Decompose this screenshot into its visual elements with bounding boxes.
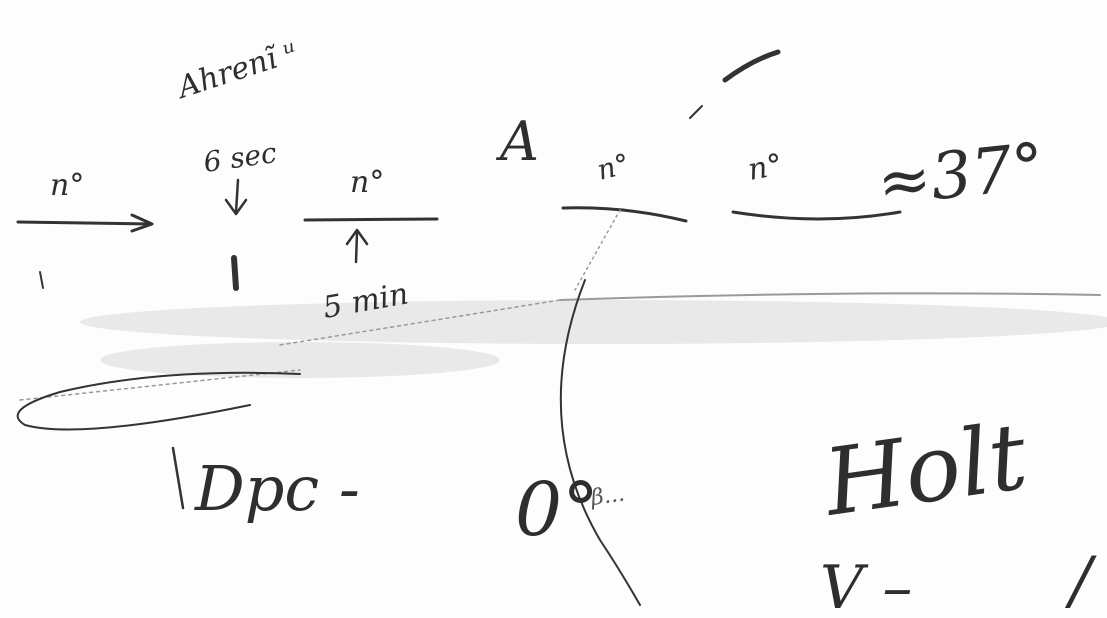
pre-label: Dpc - [194, 452, 360, 525]
smudge-band [80, 300, 1107, 344]
up-arrow-shaft [354, 230, 359, 264]
smudge-left [100, 342, 500, 378]
bottom-marks: V – [820, 553, 912, 618]
tick-mark-left [39, 271, 44, 289]
top-curve-stroke [722, 49, 781, 83]
segment-2-line [303, 217, 439, 222]
dotted-line-2 [19, 369, 301, 401]
letter-a: A [495, 110, 539, 173]
dotted-line-1 [279, 299, 561, 346]
big-arc [559, 279, 641, 606]
segment-3-label: n° [594, 147, 633, 187]
long-horizontal-line [559, 292, 1101, 301]
dotted-diagonal [574, 209, 621, 291]
tiny-word: β... [588, 481, 626, 511]
segment-1-line [16, 220, 152, 226]
apparatus-word: Ahrenĩ ᵘ [171, 34, 302, 106]
six-label: 6 sec [201, 136, 279, 179]
segment-3-line [561, 206, 688, 223]
segment-4-label: n° [745, 147, 785, 187]
left-loop [16, 371, 301, 431]
bar-mark [171, 446, 185, 510]
zero-mark: 0° [515, 467, 599, 553]
segment-2-label: n° [350, 165, 384, 200]
segment-1-arrowhead [130, 213, 154, 233]
small-mark: / [1064, 544, 1097, 618]
segment-4-line [731, 210, 902, 221]
down-arrow-head [224, 198, 248, 216]
short-stroke [689, 105, 703, 119]
bottom-word: Holt [816, 403, 1034, 537]
pulse-mark [231, 255, 239, 291]
segment-1-label: n° [50, 168, 84, 203]
up-arrow-head [345, 228, 369, 246]
temperature-label: ≈37° [874, 130, 1048, 221]
down-arrow-shaft [234, 178, 240, 214]
